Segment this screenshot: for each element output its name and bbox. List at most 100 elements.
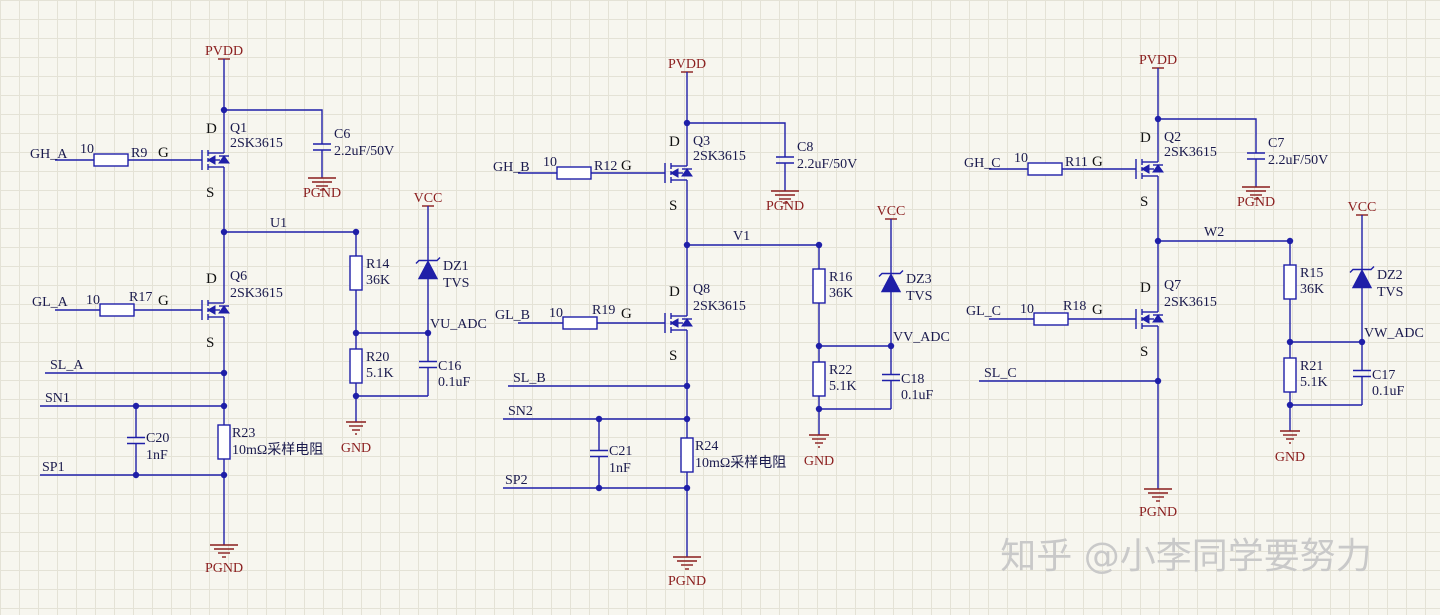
high-side-part: 2SK3615 (1164, 145, 1217, 160)
drain-pin-label: D (669, 284, 680, 300)
divider-bottom-resistor (812, 361, 826, 397)
shunt-resistor (680, 437, 694, 473)
gh-resistor (556, 166, 592, 180)
pgnd-symbol: PGND (668, 556, 706, 589)
shunt-res-ref: R24 (695, 439, 718, 454)
gl-resistor (99, 303, 135, 317)
tvs-diode (415, 206, 441, 333)
junction-dot (815, 241, 823, 249)
gl-net-label: GL_B (495, 308, 530, 323)
pvdd-rail: PVDD (205, 44, 243, 60)
divider-top-value: 36K (1300, 282, 1324, 297)
adc-cap-ref: C16 (438, 359, 461, 374)
tvs-triangle (1351, 269, 1373, 289)
junction-dot (352, 392, 360, 400)
pgnd-symbol: PGND (205, 544, 243, 576)
pgnd-symbol: PGND (303, 177, 341, 201)
shunt-resistor (217, 424, 231, 460)
tvs-value: TVS (906, 289, 932, 304)
shunt-cap-ref: C20 (146, 431, 169, 446)
divider-top-ref: R16 (829, 270, 852, 285)
divider-bottom-resistor (349, 348, 363, 384)
shunt-cap-ref: C21 (609, 444, 632, 459)
gh-net-label: GH_B (493, 160, 530, 175)
junction-dot (1286, 401, 1294, 409)
body-arrow (669, 318, 679, 328)
tvs-triangle (880, 273, 902, 293)
bulk-cap-value: 2.2uF/50V (797, 157, 857, 172)
high-side-mosfet (664, 148, 693, 243)
adc-cap-value: 0.1uF (901, 388, 934, 403)
divider-top-resistor (812, 268, 826, 304)
divider-top-ref: R15 (1300, 266, 1323, 281)
gl-net-label: GL_C (966, 304, 1001, 319)
body-arrow (206, 305, 216, 315)
bulk-cap-wire (687, 122, 786, 140)
junction-dot (1286, 237, 1294, 245)
vcc-rail: VCC (1348, 200, 1376, 216)
gh-resistor-label: R11 (1065, 155, 1088, 170)
low-side-mosfet (1135, 238, 1164, 381)
tvs-diode (1349, 215, 1375, 342)
gate-pin-label: G (621, 158, 632, 174)
bulk-cap-ref: C6 (334, 127, 350, 142)
diode-arrow (1152, 314, 1164, 323)
gh-resistor-label: R9 (131, 146, 147, 161)
bulk-cap-value: 2.2uF/50V (1268, 153, 1328, 168)
tvs-ref: DZ2 (1377, 268, 1403, 283)
divider-top-value: 36K (829, 286, 853, 301)
gh-net-label: GH_A (30, 147, 68, 162)
vcc-rail-label: VCC (877, 204, 906, 219)
adc-capacitor (419, 333, 437, 396)
source-pin-label: S (1140, 344, 1148, 360)
high-side-mosfet (201, 135, 230, 228)
low-side-part: 2SK3615 (1164, 295, 1217, 310)
pvdd-rail-label: PVDD (1139, 53, 1177, 68)
adc-cap-ref: C17 (1372, 368, 1395, 383)
high-side-mosfet (1135, 144, 1164, 238)
divider-top-resistor (349, 255, 363, 291)
low-side-mosfet (664, 243, 693, 386)
gl-resistor-label: R17 (129, 290, 152, 305)
gl-resistor (1033, 312, 1069, 326)
junction-dot (352, 228, 360, 236)
source-pin-label: S (206, 185, 214, 201)
vcc-rail: VCC (414, 191, 442, 207)
pgnd-label: PGND (668, 574, 706, 589)
tvs-diode (878, 219, 904, 346)
pgnd-label: PGND (766, 199, 804, 214)
low-side-part: 2SK3615 (693, 299, 746, 314)
pgnd-symbol: PGND (1237, 186, 1275, 210)
shunt-res-value: 10mΩ采样电阻 (232, 442, 323, 458)
sl-net-label: SL_A (50, 358, 84, 373)
diode-arrow (1152, 164, 1164, 173)
tvs-bar (415, 257, 441, 264)
output-net-label: U1 (270, 216, 287, 231)
body-arrow (1140, 314, 1150, 324)
adc-net-label: VU_ADC (430, 317, 487, 332)
pgnd-symbol: PGND (1139, 488, 1177, 520)
adc-cap-ref: C18 (901, 372, 924, 387)
divider-bottom-resistor (1283, 357, 1297, 393)
divider-bottom-ref: R21 (1300, 359, 1323, 374)
gh-resistor-value: 10 (543, 155, 557, 170)
gate-pin-label: G (158, 293, 169, 309)
adc-capacitor (882, 346, 900, 409)
body-arrow (1140, 164, 1150, 174)
tvs-value: TVS (443, 276, 469, 291)
gate-pin-label: G (621, 306, 632, 322)
sp-net-label: SP2 (505, 473, 528, 488)
tvs-triangle (417, 260, 439, 280)
source-pin-label: S (206, 335, 214, 351)
divider-wire (687, 244, 820, 269)
gl-resistor (562, 316, 598, 330)
tvs-bar (878, 270, 904, 277)
pvdd-rail-label: PVDD (205, 44, 243, 59)
bulk-cap-ref: C8 (797, 140, 813, 155)
pgnd-label: PGND (1139, 505, 1177, 520)
shunt-capacitor (590, 419, 608, 488)
divider-top-value: 36K (366, 273, 390, 288)
gl-resistor-label: R18 (1063, 299, 1086, 314)
high-side-part: 2SK3615 (693, 149, 746, 164)
